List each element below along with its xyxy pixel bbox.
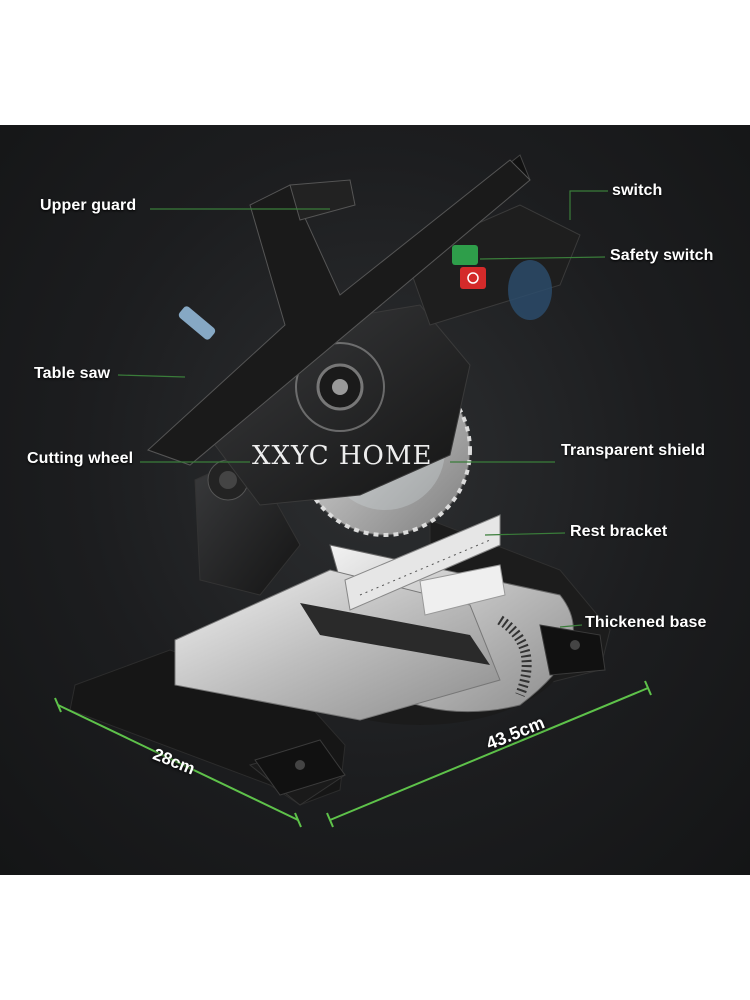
switch-callout: switch: [612, 182, 663, 199]
dimension-lines: [54, 680, 652, 828]
leader-lines: [117, 190, 608, 628]
table-saw-top: [146, 154, 531, 466]
table-saw-callout: Table saw: [34, 365, 111, 382]
rest-bracket-callout: Rest bracket: [570, 523, 668, 540]
green-switch: [452, 245, 478, 265]
motor-housing: [199, 304, 471, 506]
mounting-feet: [254, 624, 606, 796]
cutting-wheel-callout: Cutting wheel: [27, 450, 134, 467]
thickened-base-callout: Thickened base: [585, 614, 707, 631]
product-photo-panel: Upper guard Table saw Cutting wheel swit…: [0, 125, 750, 875]
red-switch: [460, 267, 486, 289]
transparent-shield-callout: Transparent shield: [561, 442, 706, 459]
turntable: [174, 544, 574, 725]
handle: [404, 204, 581, 326]
upper-guard-callout: Upper guard: [40, 197, 137, 214]
safety-switch-callout: Safety switch: [610, 247, 714, 264]
miter-saw-illustration: [54, 154, 652, 828]
watermark-text: XXYC HOME: [252, 441, 433, 471]
rest-bracket: [344, 514, 501, 611]
